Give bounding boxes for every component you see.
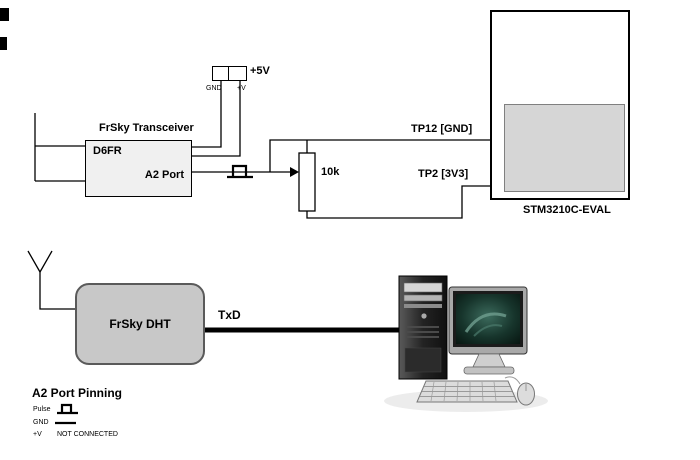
pulse-symbol-inline-icon — [227, 164, 253, 179]
supply-gnd-wire — [191, 80, 222, 148]
pc-tower-icon — [398, 275, 448, 380]
wiper-arrow-icon — [290, 167, 299, 177]
supply-pin-v-label: +V — [237, 85, 246, 92]
supply-label: +5V — [250, 65, 270, 77]
supply-v-wire — [191, 80, 241, 157]
supply-connector — [212, 66, 247, 81]
keyboard-icon — [416, 380, 518, 403]
dht-module-label: FrSky DHT — [109, 317, 171, 331]
lcd-screen — [504, 104, 625, 192]
legend-v-note: NOT CONNECTED — [57, 431, 118, 438]
transceiver-box: D6FR A2 Port — [85, 140, 192, 197]
dht-module-box: FrSky DHT — [75, 283, 205, 365]
potentiometer-value: 10k — [321, 166, 340, 178]
legend-v-label: +V — [33, 431, 42, 438]
transceiver-model: D6FR — [93, 145, 122, 157]
legend-title: A2 Port Pinning — [32, 386, 122, 400]
tp2-label: TP2 [3V3] — [418, 168, 469, 180]
a2-port-label: A2 Port — [144, 169, 184, 181]
transceiver-title: FrSky Transceiver — [99, 122, 194, 134]
monitor-icon — [448, 286, 528, 375]
scan-artifact — [0, 8, 9, 21]
computer-illustration — [384, 275, 548, 412]
scan-artifact — [0, 37, 7, 50]
legend-pulse-label: Pulse — [33, 406, 51, 413]
legend-gnd-label: GND — [33, 419, 49, 426]
antenna-feed-wire — [39, 272, 76, 310]
board-label: STM3210C-EVAL — [523, 204, 611, 216]
legend-pulse-icon — [57, 403, 78, 415]
tp12-wire — [269, 139, 490, 172]
potentiometer-body — [298, 152, 316, 212]
mouse-icon — [504, 376, 535, 406]
connector-divider — [228, 67, 229, 80]
tp2-wire — [306, 185, 490, 219]
tp12-label: TP12 [GND] — [411, 123, 473, 135]
txd-label: TxD — [218, 308, 241, 322]
antenna-icon — [27, 250, 53, 273]
supply-pin-gnd-label: GND — [206, 85, 222, 92]
